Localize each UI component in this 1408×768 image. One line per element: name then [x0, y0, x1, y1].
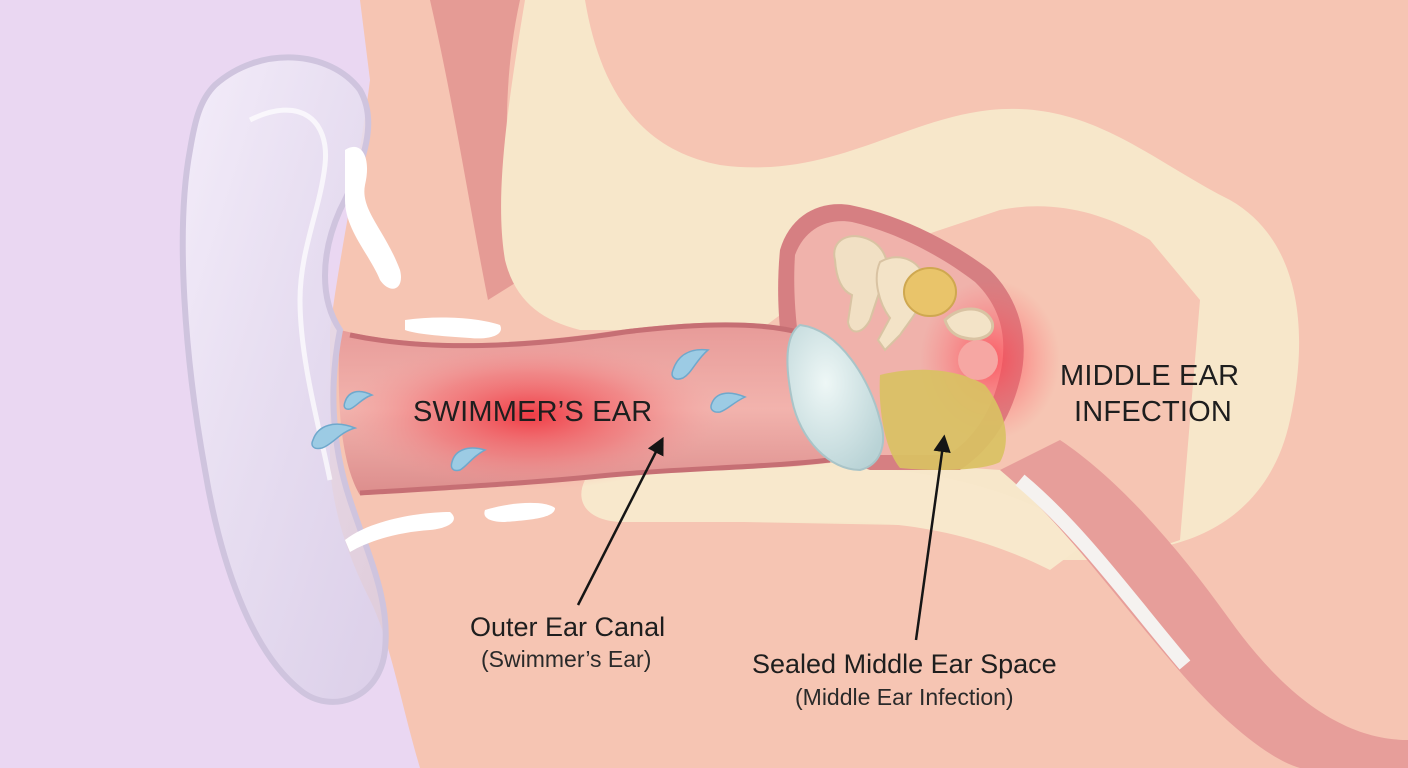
eardrum — [786, 323, 885, 472]
eustachian-tube — [1000, 440, 1408, 768]
canal-upper-wall — [349, 322, 806, 349]
water-drop-icon — [343, 390, 375, 410]
water-drop-icon — [311, 423, 358, 450]
outer-canal-arrow — [576, 436, 664, 606]
outer-ear-canal-caption: Outer Ear Canal — [470, 612, 666, 642]
water-drop-icon — [450, 447, 488, 472]
pinna-highlight — [248, 107, 333, 481]
eustachian-tube-lining — [1015, 474, 1191, 670]
sealed-middle-ear-caption: Sealed Middle Ear Space — [752, 649, 1057, 679]
sealed-middle-ear-subcaption: (Middle Ear Infection) — [795, 684, 1014, 710]
sealed-space-arrow — [914, 434, 951, 641]
middle-ear-fluid — [879, 369, 1006, 470]
middle-ear-infection-label-line2: INFECTION — [1074, 396, 1233, 428]
water-drop-icon — [710, 392, 747, 413]
canal-inflammation — [340, 340, 720, 490]
pinna — [179, 54, 389, 705]
middle-ear-infection-label-line1: MIDDLE EAR — [1060, 360, 1240, 392]
ossicles — [833, 235, 998, 380]
water-drop-icon — [671, 348, 710, 380]
water-droplets — [311, 348, 747, 472]
muscle-band — [430, 0, 520, 300]
lower-bone-ledge — [581, 467, 1090, 570]
canal-lower-wall — [359, 457, 831, 496]
outer-ear-canal-subcaption: (Swimmer’s Ear) — [481, 646, 652, 672]
cartilage-highlights — [345, 146, 555, 552]
swimmers-ear-label: SWIMMER’S EAR — [413, 396, 653, 428]
temporal-bone — [501, 0, 1300, 560]
